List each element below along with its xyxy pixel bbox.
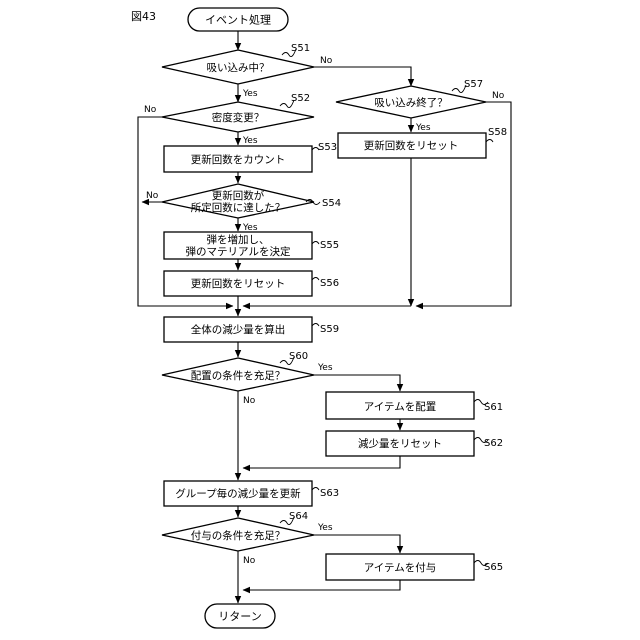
decision-s54-label-1: 更新回数が	[212, 189, 265, 202]
process-s62-label: 減少量をリセット	[358, 437, 442, 450]
process-s63-label: グループ毎の減少量を更新	[175, 487, 301, 500]
decision-s52-label: 密度変更？	[212, 111, 265, 124]
process-s56: 更新回数をリセット S56	[164, 271, 339, 296]
process-s58-label: 更新回数をリセット	[364, 139, 459, 152]
step-s53: S53	[318, 142, 337, 153]
branch-s51-no: No	[320, 56, 333, 66]
decision-s64-label: 付与の条件を充足？	[191, 529, 286, 542]
process-s65: アイテムを付与 S65	[326, 554, 503, 580]
branch-s51-yes: Yes	[242, 89, 258, 99]
process-s53: 更新回数をカウント S53	[164, 142, 337, 172]
process-s56-label: 更新回数をリセット	[191, 277, 286, 290]
branch-s52-no: No	[144, 105, 157, 115]
step-s52: S52	[291, 93, 310, 104]
end-label: リターン	[218, 610, 261, 623]
process-s59: 全体の減少量を算出 S59	[164, 317, 339, 342]
branch-s60-no: No	[243, 396, 256, 406]
start-terminal: イベント処理	[188, 8, 288, 31]
step-s57: S57	[464, 79, 483, 90]
decision-s54: 更新回数が 所定回数に達した？ S54 No Yes	[146, 184, 341, 233]
process-s62: 減少量をリセット S62	[326, 431, 503, 456]
step-s59: S59	[320, 324, 339, 335]
end-terminal: リターン	[205, 604, 275, 628]
decision-s51: 吸い込み中？ S51 No Yes	[162, 43, 333, 99]
step-s61: S61	[484, 402, 503, 413]
process-s55-label-2: 弾のマテリアルを決定	[186, 245, 291, 258]
process-s59-label: 全体の減少量を算出	[191, 323, 286, 336]
process-s61-label: アイテムを配置	[364, 401, 436, 413]
process-s55-label-1: 弾を増加し、	[207, 233, 270, 246]
decision-s64: 付与の条件を充足？ S64 Yes No	[162, 511, 333, 566]
step-s55: S55	[320, 240, 339, 251]
branch-s64-no: No	[243, 556, 256, 566]
branch-s57-no: No	[492, 91, 505, 101]
decision-s57: 吸い込み終了？ S57 No Yes	[336, 79, 505, 133]
start-label: イベント処理	[205, 14, 271, 27]
decision-s51-label: 吸い込み中？	[207, 61, 270, 74]
decision-s60-label: 配置の条件を充足？	[191, 369, 286, 382]
decision-s52: 密度変更？ S52 No Yes	[144, 93, 314, 146]
process-s55: 弾を増加し、 弾のマテリアルを決定 S55	[164, 232, 339, 259]
branch-s60-yes: Yes	[317, 363, 333, 373]
process-s63: グループ毎の減少量を更新 S63	[164, 481, 339, 506]
branch-s64-yes: Yes	[317, 523, 333, 533]
step-s64: S64	[289, 511, 308, 522]
branch-s54-no: No	[146, 191, 159, 201]
decision-s57-label: 吸い込み終了？	[374, 96, 448, 109]
step-s65: S65	[484, 562, 503, 573]
step-s63: S63	[320, 488, 339, 499]
step-s60: S60	[289, 351, 308, 362]
process-s61: アイテムを配置 S61	[326, 392, 503, 419]
branch-s57-yes: Yes	[415, 123, 431, 133]
step-s62: S62	[484, 438, 503, 449]
decision-s54-label-2: 所定回数に達した？	[191, 201, 286, 214]
decision-s60: 配置の条件を充足？ S60 Yes No	[162, 351, 333, 406]
step-s56: S56	[320, 278, 339, 289]
process-s53-label: 更新回数をカウント	[191, 153, 286, 166]
process-s65-label: アイテムを付与	[364, 561, 436, 574]
step-s58: S58	[488, 127, 507, 138]
branch-s52-yes: Yes	[242, 136, 258, 146]
step-s54: S54	[322, 198, 341, 209]
step-s51: S51	[291, 43, 310, 54]
